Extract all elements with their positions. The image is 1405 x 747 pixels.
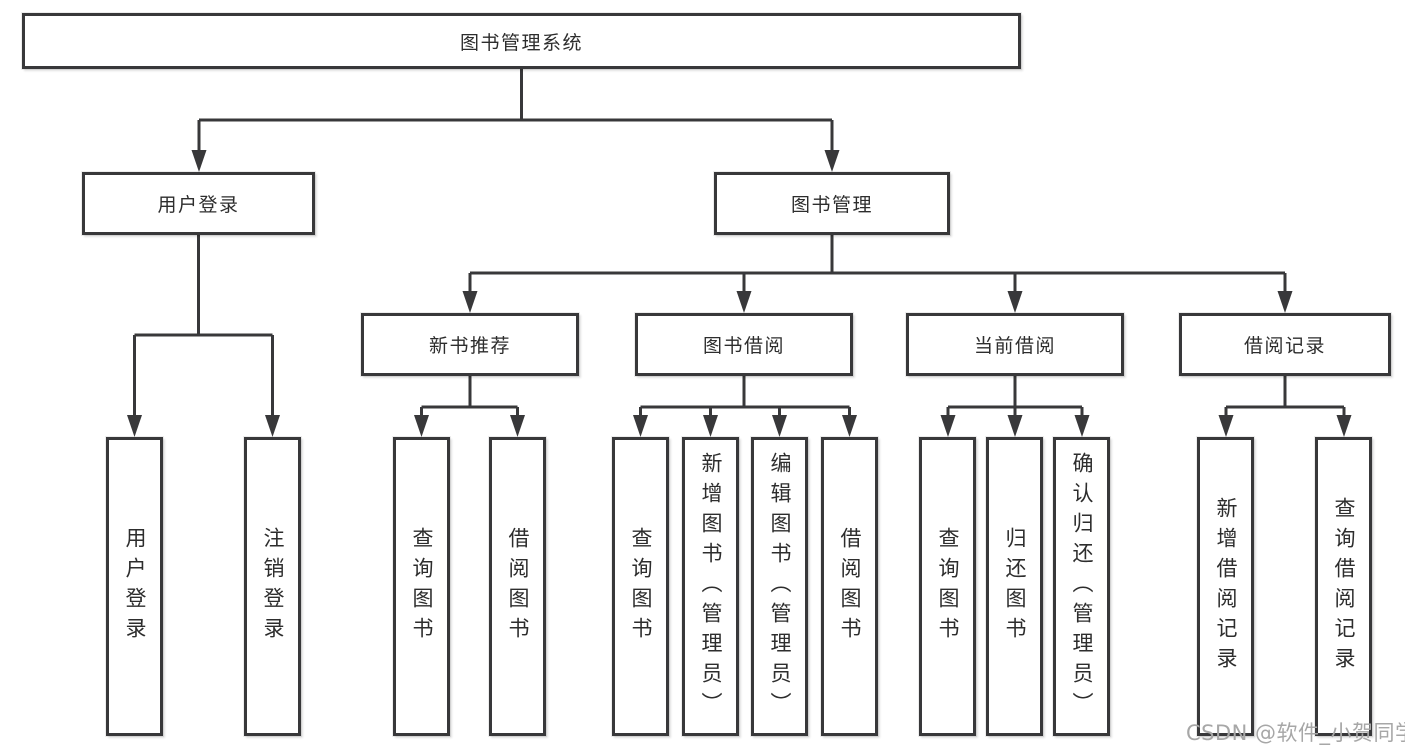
connector-book-borrow-to-leaves bbox=[639, 376, 851, 417]
node-label: 图书管理系统 bbox=[459, 31, 583, 54]
leaf-label: 归还图书 bbox=[1003, 526, 1027, 647]
leaf-label: 查询图书 bbox=[936, 526, 960, 647]
leaf-current-confirm-return-admin: 确认归还（管理员） bbox=[1053, 437, 1110, 736]
connector-current-borrow-to-leaves bbox=[946, 376, 1084, 417]
leaf-label: 新增借阅记录 bbox=[1214, 496, 1238, 677]
connector-borrow-record-to-leaves bbox=[1224, 376, 1346, 417]
node-label: 新书推荐 bbox=[428, 335, 511, 357]
node-label: 图书借阅 bbox=[702, 335, 785, 357]
leaf-label: 查询借阅记录 bbox=[1332, 496, 1356, 677]
connector-root-to-level2 bbox=[197, 69, 834, 152]
leaf-current-return-book: 归还图书 bbox=[986, 437, 1043, 736]
node-label: 当前借阅 bbox=[973, 335, 1056, 357]
node-borrow-records: 借阅记录 bbox=[1179, 313, 1391, 376]
leaf-label: 编辑图书（管理员） bbox=[768, 451, 792, 722]
leaf-label: 用户登录 bbox=[123, 526, 147, 647]
leaf-label: 借阅图书 bbox=[506, 526, 530, 647]
leaf-borrow-borrow-book: 借阅图书 bbox=[821, 437, 878, 736]
node-label: 借阅记录 bbox=[1243, 335, 1326, 357]
connector-book-mgmt-to-level3 bbox=[468, 235, 1287, 293]
leaf-logout: 注销登录 bbox=[244, 437, 301, 736]
leaf-label: 查询图书 bbox=[410, 526, 434, 647]
leaf-label: 查询图书 bbox=[629, 526, 653, 647]
leaf-label: 借阅图书 bbox=[838, 526, 862, 647]
leaf-borrow-query-book: 查询图书 bbox=[612, 437, 669, 736]
connector-user-login-to-leaves bbox=[133, 235, 274, 417]
node-current-borrow: 当前借阅 bbox=[906, 313, 1124, 376]
leaf-label: 新增图书（管理员） bbox=[699, 451, 723, 722]
node-book-borrow: 图书借阅 bbox=[635, 313, 853, 376]
leaf-newbook-borrow-book: 借阅图书 bbox=[489, 437, 546, 736]
arrowheads bbox=[127, 150, 1352, 437]
node-book-management: 图书管理 bbox=[714, 172, 950, 235]
node-label: 图书管理 bbox=[790, 194, 873, 216]
connector-new-book-to-leaves bbox=[420, 376, 519, 417]
leaf-current-query-book: 查询图书 bbox=[919, 437, 976, 736]
node-user-login: 用户登录 bbox=[82, 172, 315, 235]
leaf-user-login: 用户登录 bbox=[106, 437, 163, 736]
node-label: 用户登录 bbox=[157, 194, 240, 216]
leaf-label: 注销登录 bbox=[261, 526, 285, 647]
leaf-record-add-borrow-record: 新增借阅记录 bbox=[1197, 437, 1254, 736]
leaf-borrow-add-book-admin: 新增图书（管理员） bbox=[682, 437, 739, 736]
node-new-book-recommend: 新书推荐 bbox=[361, 313, 579, 376]
csdn-watermark: CSDN @软件_小贺同学 bbox=[1186, 721, 1405, 745]
leaf-record-query-borrow-record: 查询借阅记录 bbox=[1315, 437, 1372, 736]
leaf-newbook-query-book: 查询图书 bbox=[393, 437, 450, 736]
leaf-borrow-edit-book-admin: 编辑图书（管理员） bbox=[751, 437, 808, 736]
node-library-management-system: 图书管理系统 bbox=[22, 13, 1021, 69]
leaf-label: 确认归还（管理员） bbox=[1070, 451, 1094, 722]
